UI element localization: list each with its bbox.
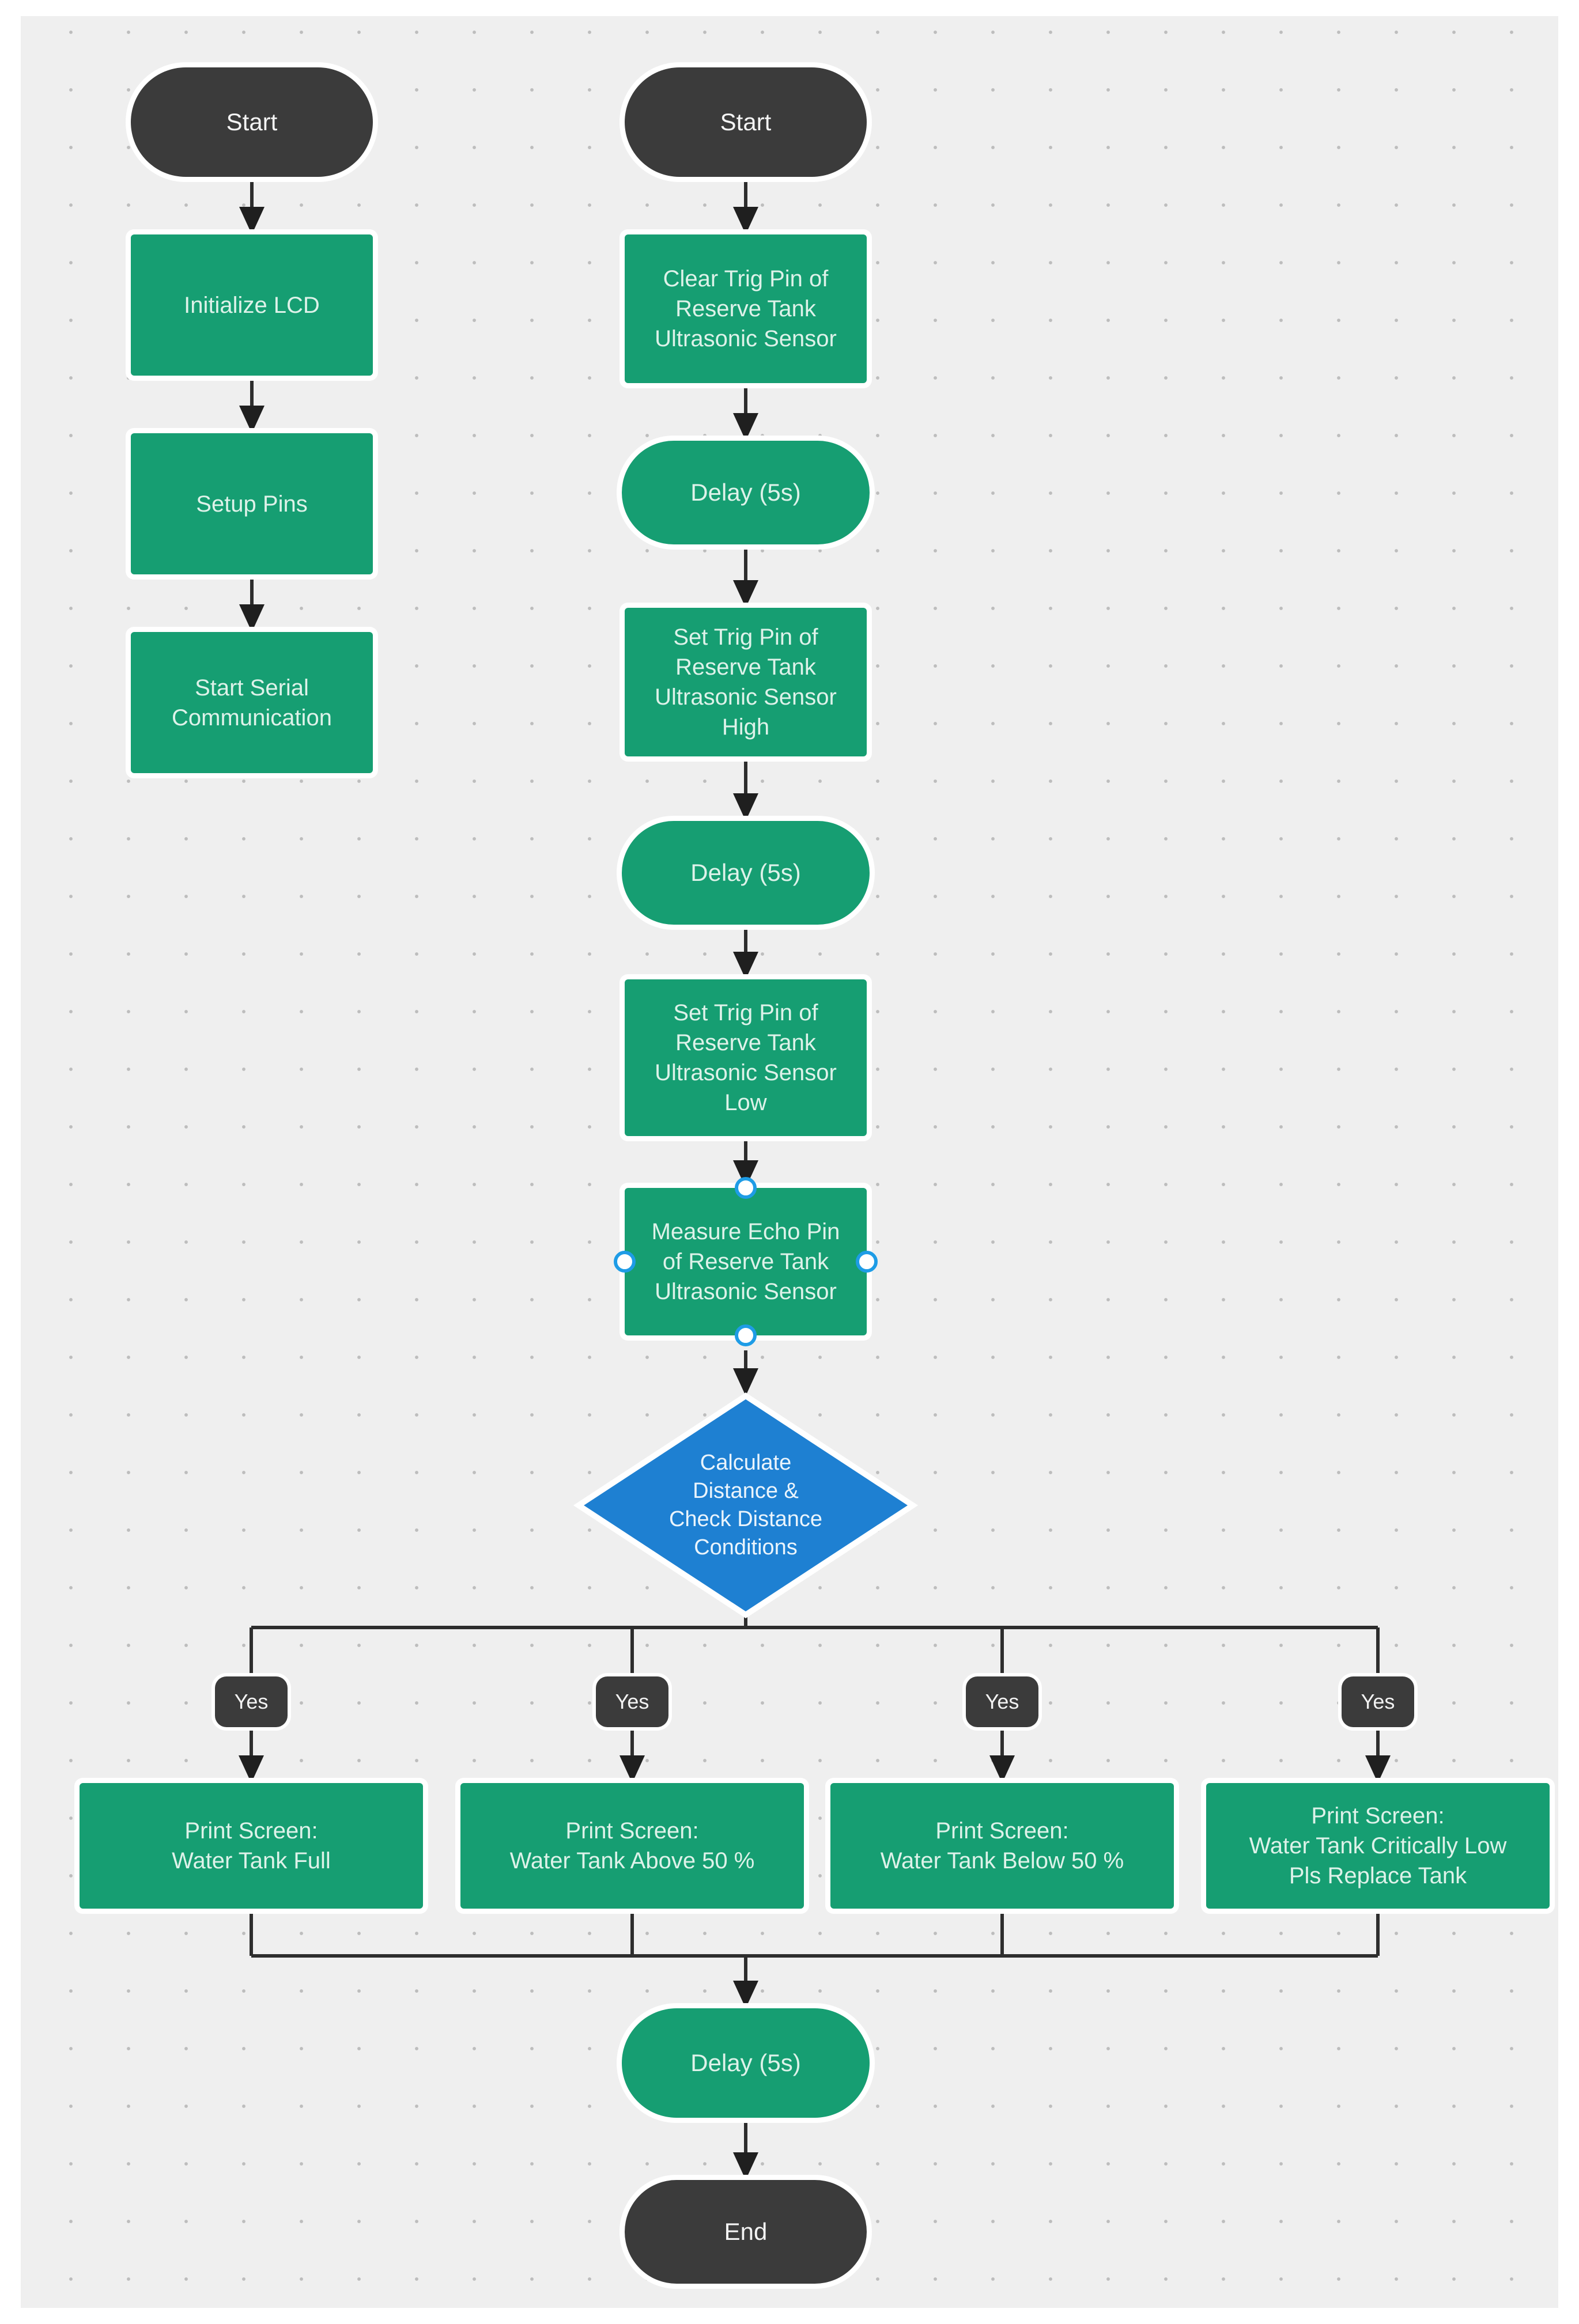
node-start-left-label: Start [226,108,278,135]
node-delay-2[interactable]: Delay (5s) [622,821,870,925]
node-start-right-label: Start [720,108,772,135]
node-delay-1[interactable]: Delay (5s) [622,441,870,544]
node-set-trig-low-label: Set Trig Pin of Reserve Tank Ultrasonic … [655,1000,837,1115]
branch-label-yes-1[interactable]: Yes [215,1676,288,1727]
branch-label-yes-4-text: Yes [1361,1690,1395,1713]
node-print-water-tank-critical[interactable]: Print Screen: Water Tank Critically Low … [1206,1783,1550,1909]
node-print-water-tank-above-50-label: Print Screen: Water Tank Above 50 % [509,1818,755,1873]
node-end-label: End [724,2218,768,2245]
branch-label-yes-4[interactable]: Yes [1342,1676,1414,1727]
node-delay-3[interactable]: Delay (5s) [622,2008,870,2118]
node-initialize-lcd-label: Initialize LCD [184,292,320,318]
node-end[interactable]: End [625,2180,867,2284]
node-set-trig-high-label: Set Trig Pin of Reserve Tank Ultrasonic … [655,624,837,740]
branch-label-yes-2[interactable]: Yes [596,1676,668,1727]
branch-label-yes-3-text: Yes [985,1690,1019,1713]
node-set-trig-low[interactable]: Set Trig Pin of Reserve Tank Ultrasonic … [625,979,867,1136]
node-clear-trig-label: Clear Trig Pin of Reserve Tank Ultrasoni… [655,266,837,351]
node-print-water-tank-critical-label: Print Screen: Water Tank Critically Low … [1249,1803,1507,1888]
node-delay-1-label: Delay (5s) [690,479,801,506]
node-start-serial-label: Start Serial Communication [172,675,332,730]
node-measure-echo-label: Measure Echo Pin of Reserve Tank Ultraso… [651,1219,840,1304]
branch-label-yes-3[interactable]: Yes [966,1676,1038,1727]
node-clear-trig[interactable]: Clear Trig Pin of Reserve Tank Ultrasoni… [625,234,867,383]
node-setup-pins-label: Setup Pins [196,491,308,517]
selection-handle-bottom[interactable] [735,1324,757,1346]
node-measure-echo[interactable]: Measure Echo Pin of Reserve Tank Ultraso… [625,1188,867,1335]
decision-label: Calculate Distance & Check Distance Cond… [668,1451,823,1560]
diagram-canvas[interactable] [21,16,1558,2308]
node-set-trig-high[interactable]: Set Trig Pin of Reserve Tank Ultrasonic … [625,608,867,756]
branch-label-yes-2-text: Yes [615,1690,649,1713]
node-initialize-lcd[interactable]: Initialize LCD [131,234,373,376]
node-start-serial[interactable]: Start Serial Communication [131,632,373,773]
node-print-water-tank-full-label: Print Screen: Water Tank Full [172,1818,331,1873]
selection-handle-left[interactable] [614,1251,636,1273]
node-delay-2-label: Delay (5s) [690,859,801,886]
node-print-water-tank-below-50-label: Print Screen: Water Tank Below 50 % [880,1818,1124,1873]
node-print-water-tank-full[interactable]: Print Screen: Water Tank Full [80,1783,423,1909]
node-start-left[interactable]: Start [131,67,373,177]
node-print-water-tank-above-50[interactable]: Print Screen: Water Tank Above 50 % [460,1783,804,1909]
selection-handle-top[interactable] [735,1177,757,1199]
selection-handle-right[interactable] [856,1251,878,1273]
branch-label-yes-1-text: Yes [234,1690,269,1713]
node-start-right[interactable]: Start [625,67,867,177]
node-print-water-tank-below-50[interactable]: Print Screen: Water Tank Below 50 % [830,1783,1174,1909]
node-delay-3-label: Delay (5s) [690,2049,801,2076]
node-setup-pins[interactable]: Setup Pins [131,433,373,574]
